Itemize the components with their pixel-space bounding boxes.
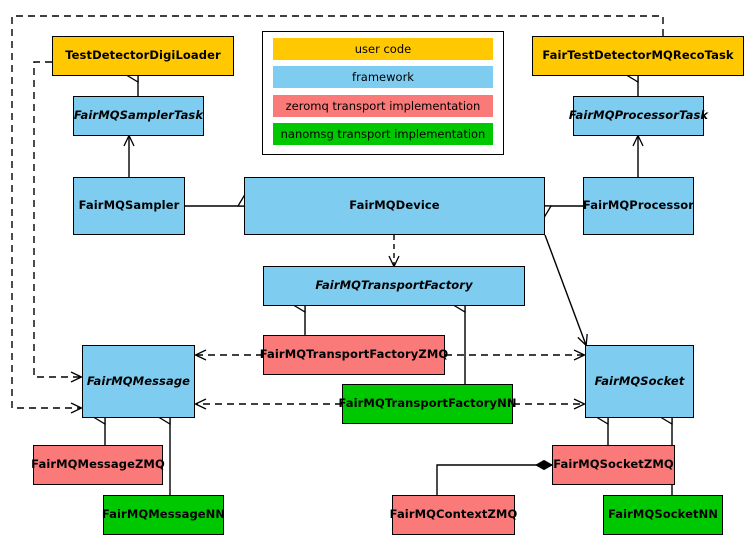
legend-item-nanomsg: nanomsg transport implementation [273,122,493,145]
class-node-label: FairMQSocketNN [607,507,719,522]
legend-item-user-code: user code [273,38,493,60]
class-node-fairmqsocket[interactable]: FairMQSocket [585,345,694,418]
legend-item-zeromq: zeromq transport implementation [273,94,493,117]
class-node-label: FairMQSocketZMQ [553,457,674,472]
class-node-fairmqsampler[interactable]: FairMQSampler [73,177,185,235]
class-node-label: FairMQTransportFactoryNN [338,396,517,411]
class-node-label: TestDetectorDigiLoader [65,48,221,63]
legend-label-user-code: user code [354,42,412,56]
class-node-fairmqmessagezmq[interactable]: FairMQMessageZMQ [31,445,165,485]
class-node-fairmqsocketnn[interactable]: FairMQSocketNN [603,495,723,535]
class-node-fairmqprocessor[interactable]: FairMQProcessor [583,177,694,235]
class-node-label: FairMQProcessor [582,198,695,213]
class-node-label: FairMQTransportFactoryZMQ [259,347,449,362]
class-node-label: FairMQSampler [78,198,180,213]
class-node-fairmqtransportfactory[interactable]: FairMQTransportFactory [263,266,525,306]
class-node-fairmqtransportfactorynn[interactable]: FairMQTransportFactoryNN [338,384,516,424]
class-node-fairmqsocketzmq[interactable]: FairMQSocketZMQ [552,445,675,485]
legend-label-zeromq: zeromq transport implementation [285,98,481,113]
class-node-fairtestdetectormqrecotask[interactable]: FairTestDetectorMQRecoTask [532,36,744,76]
class-node-fairmqdevice[interactable]: FairMQDevice [244,177,545,235]
legend-panel: user code framework zeromq transport imp… [262,31,504,155]
class-node-label: FairMQDevice [349,198,440,213]
class-node-label: FairMQProcessorTask [568,108,709,123]
class-node-label: FairMQSocket [594,373,685,388]
legend-item-framework: framework [273,66,493,89]
class-node-fairmqprocessortask[interactable]: FairMQProcessorTask [569,96,708,136]
class-node-label: FairMQMessageNN [101,507,226,522]
class-node-fairmqcontextzmq[interactable]: FairMQContextZMQ [389,495,518,535]
class-node-testdetectordigiloader[interactable]: TestDetectorDigiLoader [52,36,234,76]
class-node-fairmqsamplertask[interactable]: FairMQSamplerTask [73,96,204,136]
class-node-label: FairMQSamplerTask [73,108,204,123]
legend-label-framework: framework [352,70,414,85]
class-node-fairmqmessage[interactable]: FairMQMessage [82,345,195,418]
class-node-label: FairMQContextZMQ [389,507,518,522]
class-node-label: FairMQMessage [86,373,191,388]
class-node-fairmqmessagenn[interactable]: FairMQMessageNN [101,495,226,535]
class-node-label: FairTestDetectorMQRecoTask [542,48,734,63]
class-node-label: FairMQMessageZMQ [31,457,165,472]
legend-label-nanomsg: nanomsg transport implementation [280,126,486,141]
class-node-fairmqtransportfactoryzmq[interactable]: FairMQTransportFactoryZMQ [260,335,448,375]
class-node-label: FairMQTransportFactory [315,278,473,293]
